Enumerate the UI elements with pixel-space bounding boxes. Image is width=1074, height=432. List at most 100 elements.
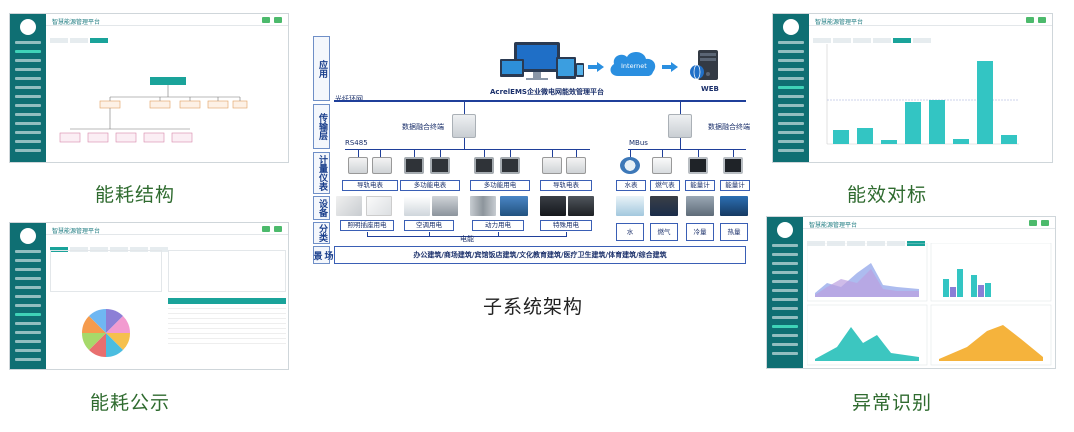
sidebar [767,217,803,368]
caption-energy-publicity: 能耗公示 [90,392,171,414]
electric-label: 电能 [460,235,474,243]
meter-label-energy: 能量计 [685,180,715,191]
meter-label-din: 导轨电表 [342,180,398,191]
layer-transport: 传输层 [313,104,330,149]
ac-outdoor-photo [432,196,458,216]
category-water: 水 [616,223,644,241]
rs485-bus [345,149,590,150]
cloud-icon [610,51,656,76]
fiber-ring-line [334,100,746,102]
pump-photo [500,196,528,216]
logo-icon [783,19,799,35]
structure-tree [59,77,248,143]
category-lighting: 照明插座用电 [340,220,394,231]
detail-panel [168,250,286,292]
category-power: 动力用电 [472,220,524,231]
category-hvac: 空调用电 [404,220,454,231]
caption-subsystem-architecture: 子系统架构 [483,296,584,318]
benchmark-bar-chart [826,44,1019,145]
elevator-photo [470,196,496,216]
pie-chart [81,308,131,358]
web-server-icon [690,50,718,80]
caption-energy-structure: 能耗结构 [95,184,176,206]
energy-publicity-screenshot: 智慧能源管理平台 [9,222,289,370]
chiller-photo [686,196,714,216]
energy-meter-icon [723,157,743,174]
sidebar [773,14,809,162]
caption-anomaly-detection: 异常识别 [852,392,933,414]
meter-label-multifunction-power: 多功能用电 [470,180,530,191]
lighting-photo [336,196,362,216]
meter-label-gas: 燃气表 [650,180,680,191]
energy-structure-screenshot: 智慧能源管理平台 [9,13,289,163]
logo-icon [20,228,36,244]
mbus-label: MBus [629,139,648,147]
app-title: 智慧能源管理平台 [52,228,101,235]
layer-scene: 场景 [312,246,333,264]
din-meter-icon [348,157,368,174]
category-cooling: 冷量 [686,223,714,241]
app-title: 智慧能源管理平台 [815,19,864,26]
arrow-icon [662,62,678,72]
anomaly-detection-screenshot: 智慧能源管理平台 [766,216,1056,369]
layer-application: 应用 [313,36,330,101]
tab-strip[interactable] [50,237,170,252]
din-meter-icon [542,157,562,174]
multifunction-meter-icon [474,157,494,174]
logo-icon [20,19,36,35]
scene-box: 办公建筑/商场建筑/宾馆饭店建筑/文化教育建筑/医疗卫生建筑/体育建筑/综合建筑 [334,246,746,264]
energy-meter-icon [688,157,708,174]
multifunction-meter-icon [404,157,424,174]
top-bar: 智慧能源管理平台 [46,14,288,26]
sidebar [10,223,46,369]
platform-screens-icon [500,42,584,80]
ring-label: 光纤环网 [335,95,363,103]
caption-efficiency-benchmark: 能效对标 [847,184,928,206]
layer-device: 设备 [313,196,330,220]
anomaly-charts [807,243,1052,366]
tab-strip[interactable] [807,231,927,246]
boiler-photo [720,196,748,216]
multifunction-meter-icon [430,157,450,174]
water-meter-icon [620,157,640,174]
app-title: 智慧能源管理平台 [52,19,101,26]
socket-photo [366,196,392,216]
rs485-label: RS485 [345,139,368,147]
tab-strip[interactable] [50,28,110,43]
cabinet-photo [568,196,594,216]
cloud-label: Internet [621,62,647,70]
tab-strip[interactable] [813,28,933,43]
gateway-left-label: 数据融合终端 [402,123,444,131]
layer-metering: 计量仪表 [313,152,330,194]
ac-indoor-photo [404,196,430,216]
top-bar: 智慧能源管理平台 [46,223,288,235]
meter-label-multifunction: 多功能电表 [400,180,460,191]
multifunction-meter-icon [500,157,520,174]
sidebar [10,14,46,162]
web-label: WEB [701,85,719,93]
arrow-icon [588,62,604,72]
layer-category: 分类 [313,222,330,244]
meter-label-din-2: 导轨电表 [540,180,592,191]
din-meter-icon [566,157,586,174]
meter-label-water: 水表 [616,180,646,191]
efficiency-benchmark-screenshot: 智慧能源管理平台 [772,13,1053,163]
logo-icon [777,222,793,238]
summary-panel [50,250,162,292]
mbus-bus [628,149,746,150]
din-meter-icon [372,157,392,174]
category-heating: 热量 [720,223,748,241]
category-gas: 燃气 [650,223,678,241]
data-table [168,298,286,364]
top-bar: 智慧能源管理平台 [803,217,1055,229]
gas-meter-icon [652,157,672,174]
gateway-left-icon [452,114,476,138]
app-title: 智慧能源管理平台 [809,222,858,229]
top-bar: 智慧能源管理平台 [809,14,1052,26]
server-photo [540,196,566,216]
meter-label-energy-2: 能量计 [720,180,750,191]
gateway-right-label: 数据融合终端 [708,123,750,131]
gateway-right-icon [668,114,692,138]
water-photo [616,196,644,216]
